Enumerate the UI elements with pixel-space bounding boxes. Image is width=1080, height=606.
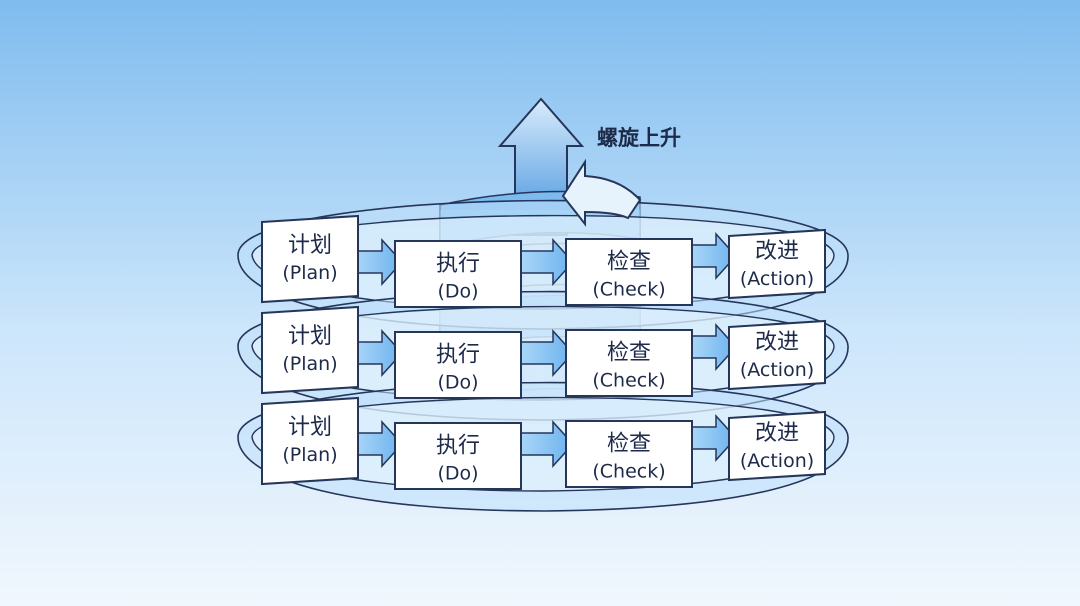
stage-label-en: (Plan)	[282, 262, 337, 284]
stage-box-do-level-2: 执行 (Do)	[394, 331, 522, 399]
flow-arrow-3-3	[691, 414, 738, 462]
stage-boxes: 计划 (Plan) 执行 (Do) 检查 (Check) 改进 (Action) 计划 (Plan…	[261, 214, 826, 490]
stage-box-plan-level-2: 计划 (Plan)	[261, 305, 359, 395]
stage-label-zh: 计划	[288, 415, 332, 440]
stage-box-check-level-2: 检查 (Check)	[565, 329, 693, 397]
flow-arrow-2-3	[691, 323, 738, 371]
stage-box-frame	[565, 238, 693, 306]
stage-box-frame	[394, 422, 522, 490]
diagram-title: 螺旋上升	[597, 126, 681, 150]
stage-label-zh: 改进	[755, 239, 799, 264]
stage-label-en: (Check)	[592, 370, 665, 392]
stage-box-frame	[728, 228, 826, 300]
stage-label-en: (Do)	[437, 372, 478, 394]
flow-arrow-2-2	[520, 329, 575, 377]
stage-label-zh: 检查	[607, 250, 651, 275]
flow-arrow-2-1	[355, 329, 404, 377]
stage-box-frame	[565, 420, 693, 488]
stage-label-zh: 执行	[436, 343, 480, 368]
stage-label-en: (Action)	[740, 450, 814, 472]
stage-connectors	[355, 232, 738, 468]
stage-label-en: (Check)	[592, 461, 665, 483]
stage-box-do-level-1: 执行 (Do)	[394, 240, 522, 308]
stage-label-zh: 计划	[288, 233, 332, 258]
stage-box-frame	[728, 319, 826, 391]
stage-label-en: (Check)	[592, 279, 665, 301]
stage-label-zh: 计划	[288, 324, 332, 349]
flow-arrow-1-3	[691, 232, 738, 280]
stage-label-zh: 检查	[607, 432, 651, 457]
stage-label-en: (Plan)	[282, 353, 337, 375]
stage-box-plan-level-1: 计划 (Plan)	[261, 214, 359, 304]
stage-box-frame	[261, 396, 359, 486]
stage-label-zh: 执行	[436, 252, 480, 277]
stage-box-check-level-1: 检查 (Check)	[565, 238, 693, 306]
stage-label-en: (Action)	[740, 359, 814, 381]
stage-box-frame	[394, 240, 522, 308]
stage-label-en: (Action)	[740, 268, 814, 290]
return-arrow	[561, 158, 642, 227]
stage-box-frame	[261, 305, 359, 395]
stage-label-en: (Plan)	[282, 444, 337, 466]
stage-label-zh: 执行	[436, 434, 480, 459]
return-arrow-shape	[561, 158, 642, 227]
flow-arrow-1-2	[520, 238, 575, 286]
stage-box-action-level-3: 改进 (Action)	[728, 410, 826, 482]
stage-label-en: (Do)	[437, 281, 478, 303]
flow-arrow-3-2	[520, 420, 575, 468]
stage-label-zh: 改进	[755, 421, 799, 446]
stage-box-do-level-3: 执行 (Do)	[394, 422, 522, 490]
stage-box-action-level-1: 改进 (Action)	[728, 228, 826, 300]
flow-arrow-1-1	[355, 238, 404, 286]
stage-box-check-level-3: 检查 (Check)	[565, 420, 693, 488]
stage-box-frame	[394, 331, 522, 399]
flow-arrow-3-1	[355, 420, 404, 468]
stage-box-frame	[728, 410, 826, 482]
stage-label-zh: 检查	[607, 341, 651, 366]
stage-label-en: (Do)	[437, 463, 478, 485]
stage-label-zh: 改进	[755, 330, 799, 355]
stage-box-frame	[565, 329, 693, 397]
stage-box-frame	[261, 214, 359, 304]
stage-box-action-level-2: 改进 (Action)	[728, 319, 826, 391]
stage-box-plan-level-3: 计划 (Plan)	[261, 396, 359, 486]
